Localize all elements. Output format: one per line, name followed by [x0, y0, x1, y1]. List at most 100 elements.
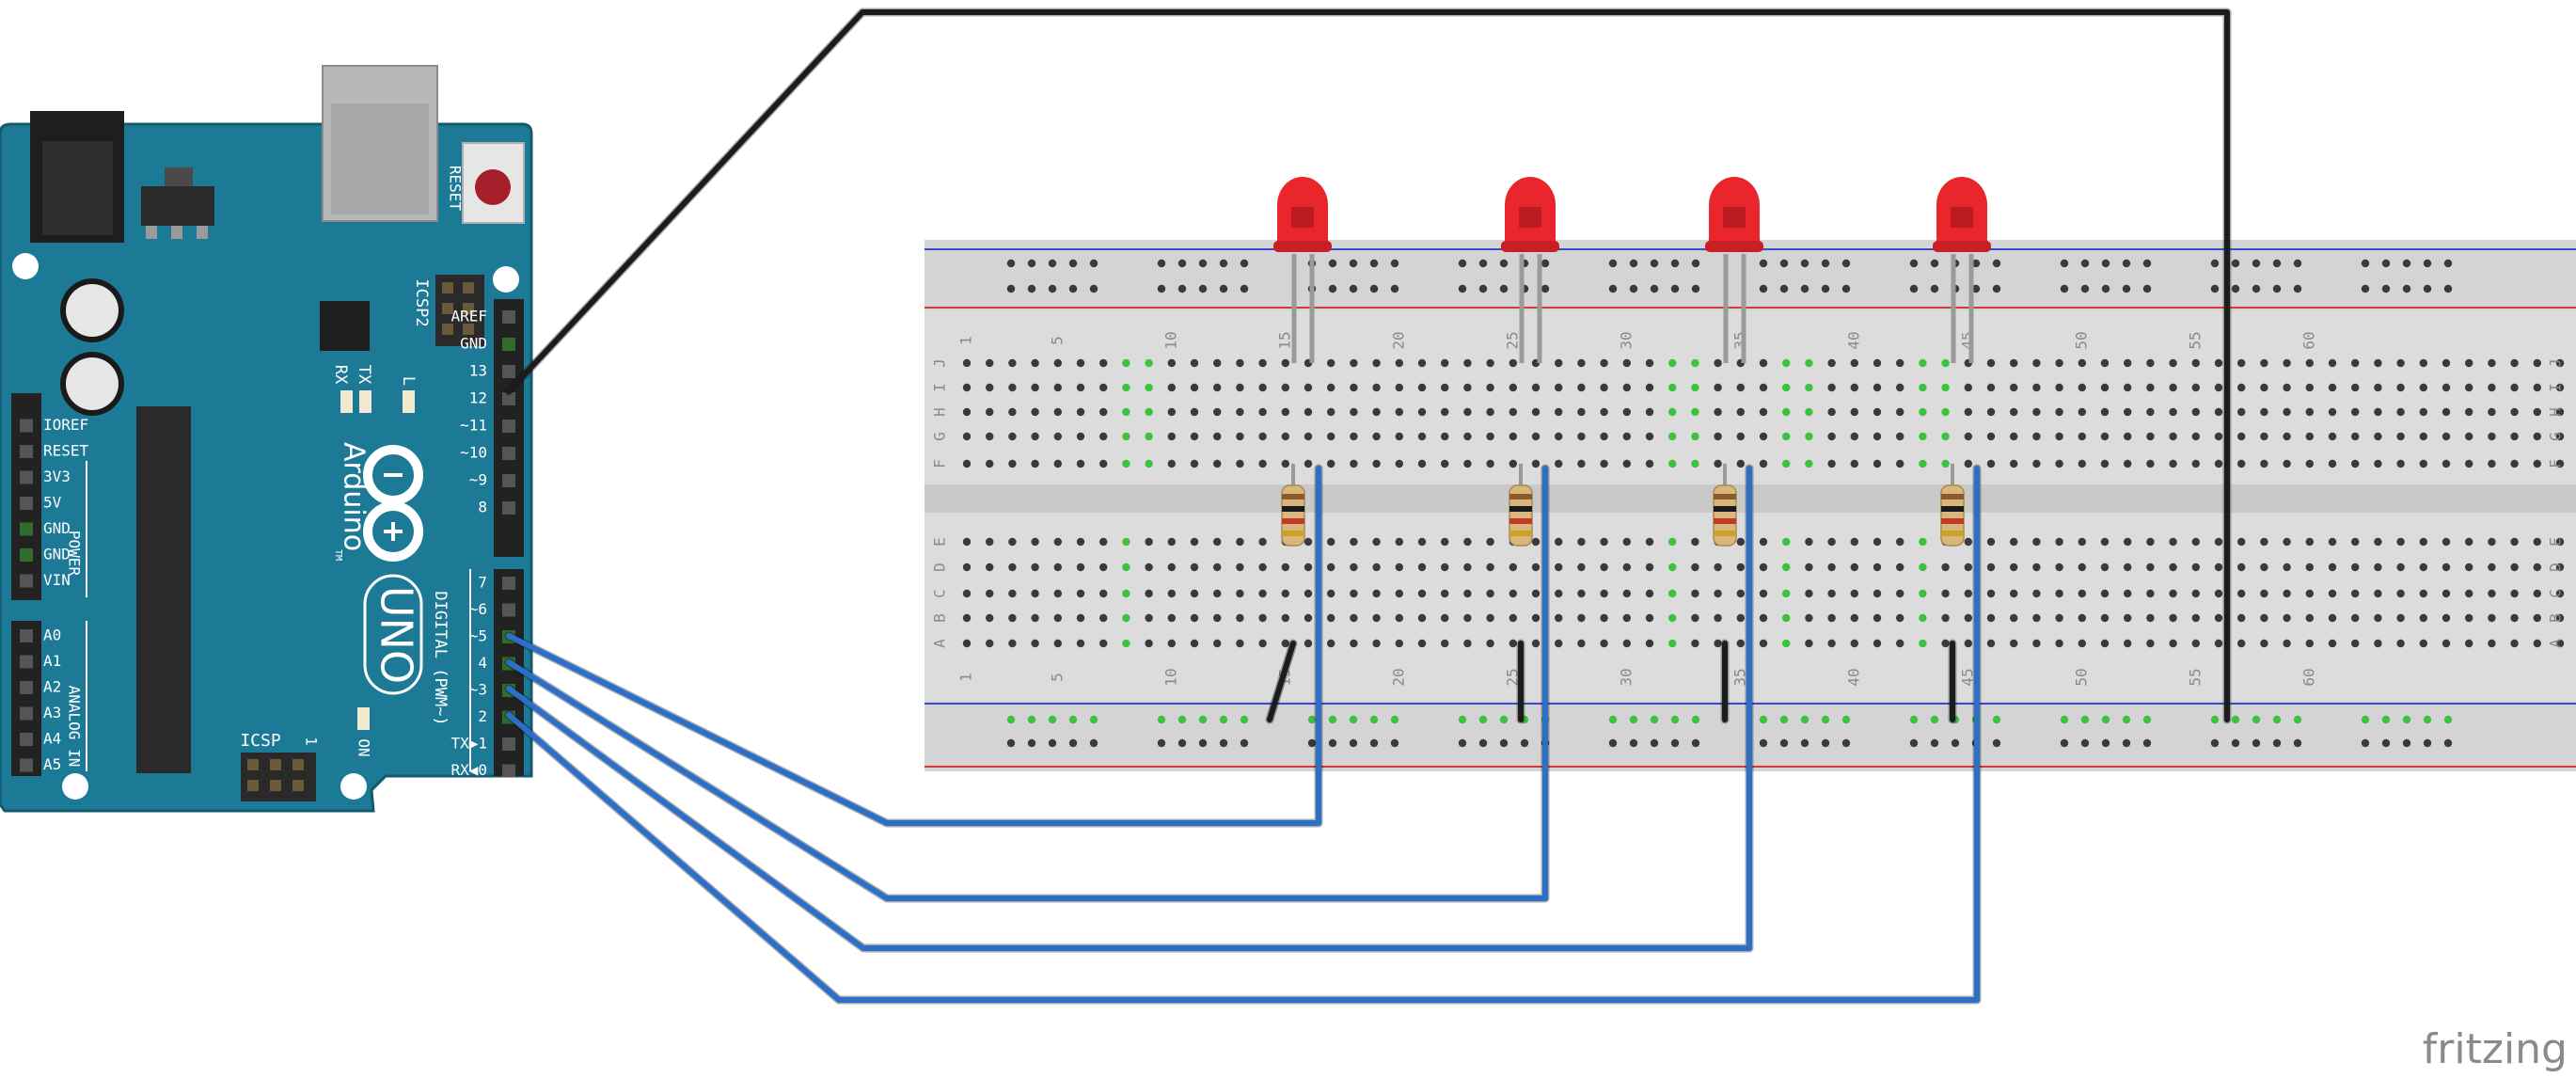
breadboard-hole — [1441, 639, 1449, 648]
breadboard-hole — [1145, 383, 1153, 392]
breadboard-hole — [1622, 589, 1632, 598]
resistor-band — [1941, 494, 1964, 499]
breadboard-hole — [1076, 459, 1085, 468]
power-rail-hole — [1759, 259, 1768, 268]
breadboard-hole — [1850, 459, 1859, 468]
breadboard-hole — [1577, 537, 1586, 547]
breadboard-hole — [1031, 459, 1039, 468]
breadboard-hole — [1805, 613, 1813, 623]
breadboard-hole — [1372, 563, 1381, 572]
power-rail-hole — [2252, 738, 2261, 748]
breadboard-hole — [2555, 358, 2565, 368]
breadboard-hole — [1304, 459, 1313, 468]
breadboard-hole — [2351, 459, 2360, 468]
power-rail-hole — [1177, 715, 1187, 724]
breadboard-hole — [2146, 407, 2155, 417]
breadboard-hole — [1031, 639, 1039, 648]
column-number: 5 — [1048, 673, 1066, 682]
breadboard-hole — [2055, 383, 2063, 392]
digital-pin-label: ~9 — [469, 471, 487, 489]
breadboard-hole — [2328, 459, 2337, 468]
breadboard-hole — [2351, 639, 2360, 648]
breadboard-hole — [2124, 459, 2132, 468]
row-letter: H — [2547, 407, 2565, 417]
breadboard-hole — [1691, 589, 1699, 598]
breadboard-hole — [1236, 563, 1244, 572]
power-rail-hole — [1458, 284, 1467, 293]
led-flange — [1933, 241, 1991, 252]
power-rail-hole — [1971, 259, 1981, 268]
power-rail-hole — [1068, 715, 1078, 724]
breadboard-hole — [2328, 383, 2337, 392]
digital-pin-label: ~3 — [469, 681, 487, 699]
breadboard-hole — [1441, 432, 1449, 441]
breadboard-hole — [1668, 613, 1677, 623]
breadboard-hole — [1668, 639, 1677, 648]
breadboard-hole — [1281, 432, 1290, 441]
power-rail-hole — [1779, 259, 1789, 268]
breadboard-hole — [986, 613, 994, 623]
breadboard-hole — [1622, 383, 1632, 392]
breadboard-hole — [2510, 358, 2519, 368]
breadboard-hole — [2100, 537, 2110, 547]
breadboard-hole — [1122, 639, 1130, 648]
mounting-hole — [493, 266, 519, 293]
resistor-band — [1941, 531, 1964, 536]
breadboard-hole — [2351, 537, 2360, 547]
breadboard-hole — [2100, 589, 2110, 598]
power-rail-hole — [1541, 259, 1550, 268]
breadboard-hole — [1531, 639, 1541, 648]
breadboard-hole — [1053, 639, 1063, 648]
breadboard-hole — [1327, 563, 1335, 572]
breadboard-hole — [2146, 358, 2155, 368]
header-pin — [20, 548, 33, 562]
breadboard-hole — [2100, 383, 2110, 392]
power-rail-hole — [1800, 738, 1810, 748]
breadboard-hole — [1099, 639, 1108, 648]
reset-button-cap[interactable] — [475, 169, 511, 205]
breadboard-hole — [2465, 459, 2473, 468]
breadboard-hole — [2124, 432, 2132, 441]
ground-jumper — [1267, 641, 1296, 722]
breadboard-hole — [1053, 563, 1063, 572]
resistor-band — [1714, 506, 1736, 512]
power-rail-hole — [1541, 284, 1550, 293]
breadboard-hole — [2465, 639, 2473, 648]
breadboard-hole — [1190, 589, 1199, 598]
breadboard-hole — [1782, 537, 1791, 547]
breadboard-hole — [1668, 459, 1677, 468]
breadboard-hole — [2032, 407, 2041, 417]
power-rail-hole — [1198, 715, 1208, 724]
breadboard-hole — [2419, 537, 2427, 547]
breadboard-hole — [986, 407, 994, 417]
row-letter: G — [2547, 432, 2565, 441]
breadboard-hole — [1304, 432, 1313, 441]
breadboard-hole — [2237, 639, 2246, 648]
breadboard-hole — [1986, 432, 1996, 441]
icsp-pin-one-label: 1 — [303, 737, 321, 746]
breadboard-hole — [2010, 459, 2018, 468]
power-rail-hole — [1006, 284, 1016, 293]
breadboard-hole — [1691, 537, 1699, 547]
power-rail-hole — [1089, 738, 1098, 748]
power-rail-hole — [1670, 715, 1680, 724]
breadboard-hole — [1167, 589, 1177, 598]
breadboard-hole — [2169, 407, 2177, 417]
red-led — [1933, 177, 1991, 363]
breadboard-hole — [2351, 563, 2360, 572]
breadboard-hole — [1350, 459, 1358, 468]
breadboard-hole — [1555, 589, 1563, 598]
breadboard-hole — [1486, 589, 1494, 598]
breadboard-hole — [1304, 407, 1313, 417]
power-rail-hole — [1800, 715, 1810, 724]
digital-pin-label: TX▶1 — [450, 735, 487, 753]
breadboard-hole — [1395, 589, 1404, 598]
row-letter: D — [931, 563, 949, 572]
breadboard-hole — [2283, 383, 2291, 392]
breadboard-hole — [1350, 407, 1358, 417]
breadboard-hole — [1850, 639, 1859, 648]
power-rail-hole — [1157, 738, 1166, 748]
breadboard-hole — [1782, 358, 1791, 368]
breadboard-hole — [2214, 358, 2223, 368]
header-pin — [502, 310, 515, 324]
